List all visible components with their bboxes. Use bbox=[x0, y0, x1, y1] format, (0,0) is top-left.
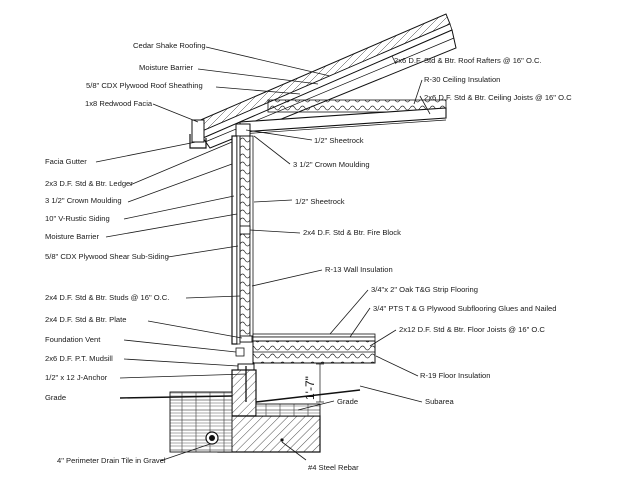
wall-assembly bbox=[231, 135, 255, 371]
wall-sheetrock bbox=[249, 135, 254, 337]
label-subarea: Subarea bbox=[425, 397, 454, 406]
label-ledger: 2x3 D.F. Std & Btr. Ledger bbox=[45, 179, 133, 188]
fire-block bbox=[239, 225, 251, 235]
right-labels: 2x6 D.F. Std & Btr. Roof Rafters @ 16" O… bbox=[293, 56, 572, 472]
left-leaders bbox=[95, 46, 331, 462]
foundation-assembly bbox=[119, 366, 361, 453]
siding-layer bbox=[231, 135, 238, 345]
gravel-right bbox=[255, 403, 321, 417]
label-studs: 2x4 D.F. Std & Btr. Studs @ 16" O.C. bbox=[45, 293, 169, 302]
label-roof-rafters: 2x6 D.F. Std & Btr. Roof Rafters @ 16" O… bbox=[394, 56, 542, 65]
stem-wall bbox=[231, 369, 257, 417]
label-ceiling-joists: 2x6 D.F. Std & Btr. Ceiling Joists @ 16"… bbox=[424, 93, 572, 102]
label-grade-left: Grade bbox=[45, 393, 66, 402]
label-cedar-shake: Cedar Shake Roofing bbox=[133, 41, 206, 50]
foundation-vent bbox=[235, 347, 245, 357]
label-foundation-vent: Foundation Vent bbox=[45, 335, 101, 344]
label-drain-tile: 4" Perimeter Drain Tile in Gravel bbox=[57, 456, 166, 465]
label-rebar: #4 Steel Rebar bbox=[308, 463, 359, 472]
roof-rafter bbox=[202, 29, 457, 149]
label-mudsill: 2x6 D.F. P.T. Mudsill bbox=[45, 354, 113, 363]
footing bbox=[217, 415, 321, 453]
label-ceiling-insulation: R-30 Ceiling Insulation bbox=[424, 75, 500, 84]
label-wall-insulation: R-13 Wall Insulation bbox=[325, 265, 393, 274]
ceiling-insulation-batt bbox=[267, 99, 447, 113]
crawlspace-dimension: 1'-7" bbox=[303, 363, 324, 403]
facia-assembly bbox=[189, 119, 207, 149]
gravel-left bbox=[169, 391, 233, 453]
label-floor-joists: 2x12 D.F. Std & Btr. Floor Joists @ 16" … bbox=[399, 325, 545, 334]
drain-tile-inner bbox=[209, 435, 215, 441]
label-crown-moulding-right: 3 1/2" Crown Moulding bbox=[293, 160, 370, 169]
facia-gutter-shape bbox=[189, 134, 207, 149]
label-grade-right: Grade bbox=[337, 397, 358, 406]
label-j-anchor: 1/2" x 12 J-Anchor bbox=[45, 373, 108, 382]
grade-line-right bbox=[255, 389, 361, 403]
label-floor-insulation: R-19 Floor Insulation bbox=[420, 371, 491, 380]
label-redwood-facia: 1x8 Redwood Facia bbox=[85, 99, 153, 108]
label-v-rustic-siding: 10" V-Rustic Siding bbox=[45, 214, 110, 223]
bottom-plate bbox=[239, 335, 253, 343]
redwood-facia bbox=[191, 119, 205, 143]
left-labels: Cedar Shake Roofing Moisture Barrier 5/8… bbox=[45, 41, 206, 465]
roof-assembly bbox=[195, 13, 457, 149]
label-plate: 2x4 D.F. Std & Btr. Plate bbox=[45, 315, 126, 324]
oak-flooring bbox=[252, 333, 376, 338]
label-facia-gutter: Facia Gutter bbox=[45, 157, 87, 166]
label-moisture-barrier-roof: Moisture Barrier bbox=[139, 63, 193, 72]
label-sheetrock-wall: 1/2" Sheetrock bbox=[295, 197, 345, 206]
label-subflooring: 3/4" PTS T & G Plywood Subflooring Glues… bbox=[373, 304, 557, 313]
label-oak-flooring: 3/4"x 2" Oak T&G Strip Flooring bbox=[371, 285, 478, 294]
rebar-dot bbox=[280, 438, 284, 442]
wall-stud bbox=[239, 135, 251, 343]
ceiling-assembly bbox=[235, 99, 447, 137]
crawl-height-label: 1'-7" bbox=[303, 376, 317, 400]
right-leaders bbox=[245, 55, 431, 461]
subflooring bbox=[252, 336, 376, 342]
label-crown-moulding-left: 3 1/2" Crown Moulding bbox=[45, 196, 122, 205]
label-shear-sub-siding: 5/8" CDX Plywood Shear Sub-Siding bbox=[45, 252, 169, 261]
label-sheetrock-top: 1/2" Sheetrock bbox=[314, 136, 364, 145]
label-roof-sheathing: 5/8" CDX Plywood Roof Sheathing bbox=[86, 81, 203, 90]
label-fire-block: 2x4 D.F. Std & Btr. Fire Block bbox=[303, 228, 401, 237]
floor-assembly bbox=[252, 333, 376, 364]
grade-line-left bbox=[119, 395, 233, 399]
label-moisture-barrier-wall: Moisture Barrier bbox=[45, 232, 99, 241]
